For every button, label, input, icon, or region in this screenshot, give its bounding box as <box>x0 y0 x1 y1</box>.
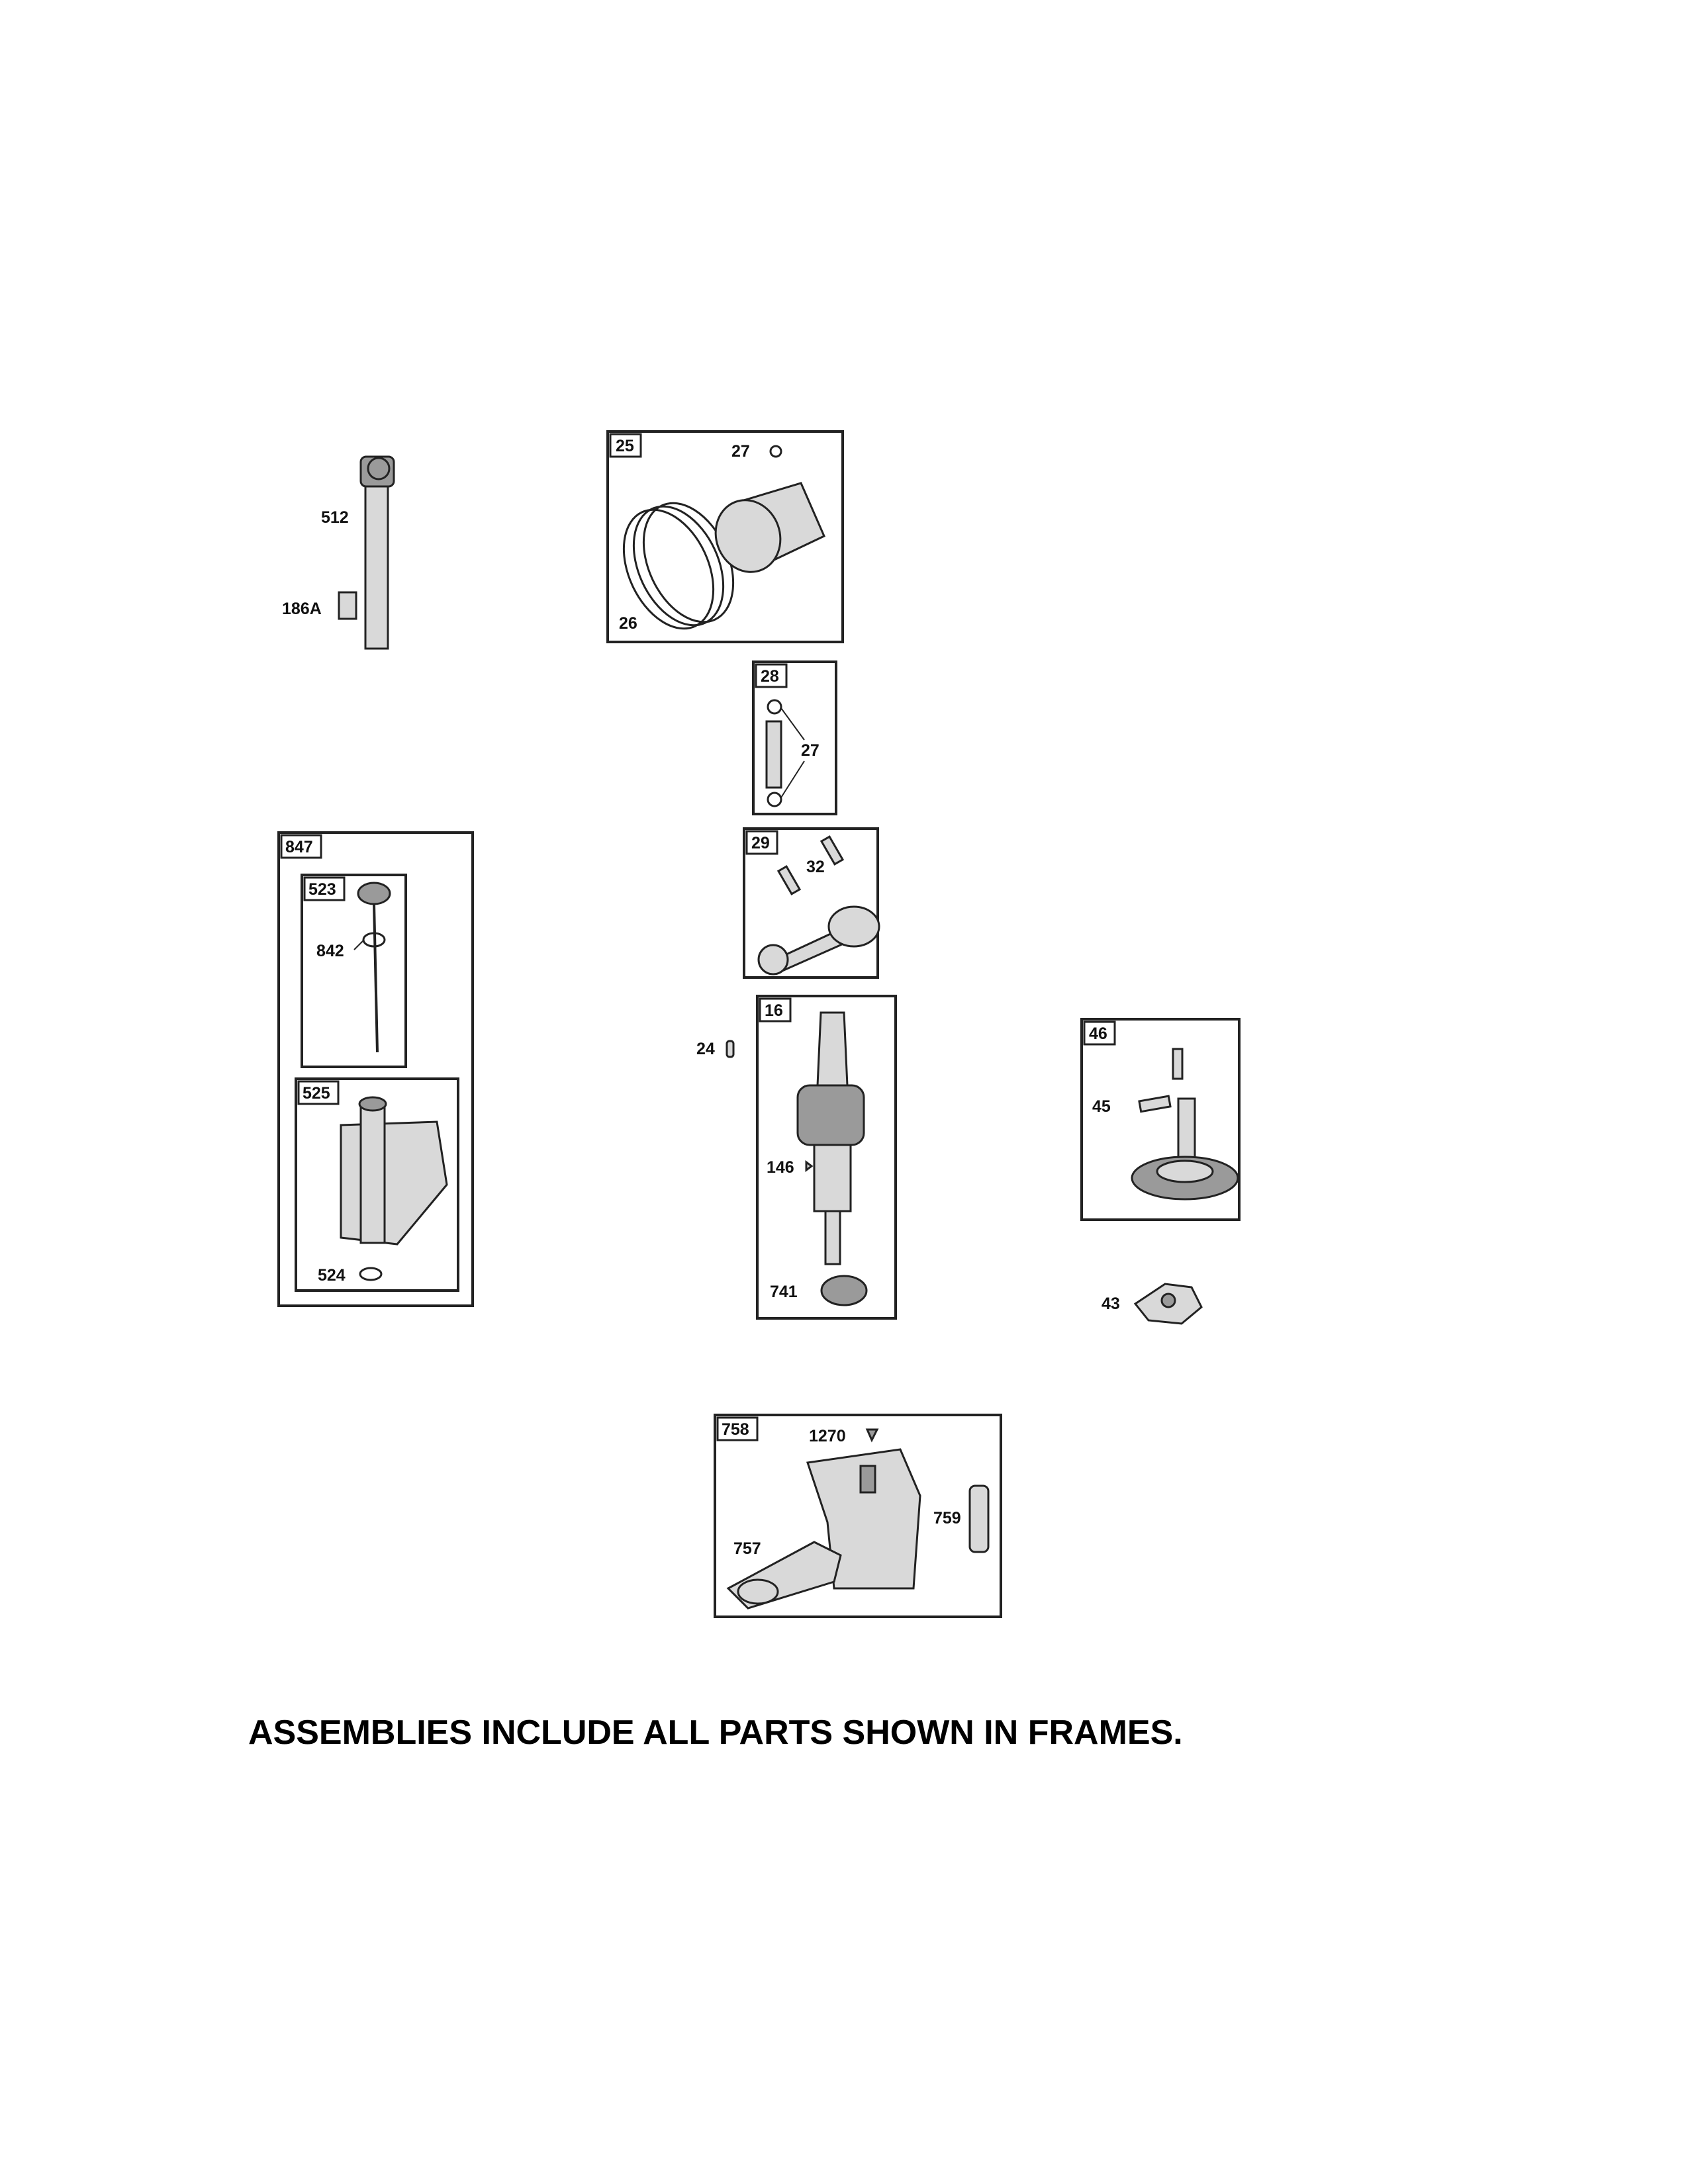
screw-1270-illustration <box>865 1428 879 1443</box>
callout-842: 842 <box>316 942 344 960</box>
frame-758-tag <box>716 1416 759 1441</box>
o-ring-524-illustration <box>359 1267 383 1281</box>
leader-27-top <box>780 707 805 741</box>
frame-29 <box>743 827 879 979</box>
frame-46-camshaft: 46 45 <box>1080 1018 1241 1221</box>
pin-clip-bottom-illustration <box>767 792 782 807</box>
frame-16 <box>756 995 897 1320</box>
frame-847-tag <box>280 834 322 859</box>
dipstick-blade-illustration <box>373 903 379 1053</box>
callout-45: 45 <box>1092 1097 1111 1116</box>
dowel-pin-illustration <box>726 1040 735 1058</box>
balancer-link-illustration <box>726 1541 842 1610</box>
crankshaft-counterweight-illustration <box>796 1084 865 1146</box>
callout-759: 759 <box>933 1509 961 1527</box>
callout-27-pin: 27 <box>801 741 820 760</box>
frame-25 <box>606 430 844 643</box>
rod-bolt-1-illustration <box>820 835 845 866</box>
cam-lobe-illustration <box>1156 1160 1214 1183</box>
cam-bolt-illustration <box>1138 1095 1172 1113</box>
oil-fill-tube-illustration <box>359 1103 386 1244</box>
callout-758: 758 <box>722 1420 749 1439</box>
compression-release-pin-illustration <box>1172 1048 1184 1080</box>
piston-crown-illustration <box>714 499 782 573</box>
callout-741: 741 <box>770 1283 798 1301</box>
callout-25: 25 <box>616 437 634 455</box>
crank-gear-illustration <box>820 1275 868 1306</box>
callout-186a: 186A <box>282 600 322 618</box>
callout-28: 28 <box>761 667 779 686</box>
grommet-illustration <box>338 591 357 620</box>
frame-525 <box>295 1077 459 1292</box>
frame-28 <box>752 660 837 815</box>
callout-24: 24 <box>696 1040 715 1058</box>
frame-847-oil-fill-assembly: 847 523 842 525 524 <box>277 831 474 1307</box>
frame-46-tag <box>1083 1021 1116 1046</box>
pin-clip-top-illustration <box>767 699 782 715</box>
frame-25-piston-assembly: 25 27 26 <box>606 430 844 643</box>
callout-525: 525 <box>303 1084 330 1103</box>
callout-26: 26 <box>619 614 637 633</box>
callout-524: 524 <box>318 1266 346 1285</box>
balancer-boss-illustration <box>859 1465 876 1494</box>
callout-32: 32 <box>806 858 825 876</box>
callout-1270: 1270 <box>809 1427 846 1445</box>
dipstick-cap-illustration <box>357 882 391 905</box>
balancer-link-eye-illustration <box>737 1578 779 1605</box>
frame-523-tag <box>303 876 346 901</box>
balancer-pin-illustration <box>968 1484 990 1553</box>
piston-pin-illustration <box>765 720 782 789</box>
callout-512: 512 <box>321 508 349 527</box>
dipstick-tube-group: 512 186A <box>282 455 395 650</box>
frame-758-balancer-assembly: 758 1270 757 759 <box>714 1414 1002 1618</box>
callout-847: 847 <box>285 838 313 856</box>
retainer-clip-illustration <box>769 445 782 458</box>
frame-28-piston-pin: 28 27 <box>752 660 837 815</box>
governor-weight-illustration <box>1160 1293 1176 1308</box>
crankshaft-shaft-illustration <box>824 1210 841 1265</box>
frame-29-tag <box>745 830 778 855</box>
frame-523 <box>301 874 407 1068</box>
crankshaft-journal-illustration <box>813 1144 852 1212</box>
rod-small-end-illustration <box>757 944 789 976</box>
frame-16-crankshaft: 16 146 741 24 <box>696 995 897 1320</box>
frame-525-tag <box>297 1080 340 1105</box>
callout-43: 43 <box>1102 1295 1120 1313</box>
callout-523: 523 <box>308 880 336 899</box>
dipstick-tube-illustration <box>364 475 389 650</box>
callout-146: 146 <box>767 1158 794 1177</box>
frame-28-tag <box>755 663 788 688</box>
leader-842 <box>353 939 365 950</box>
footer-note: ASSEMBLIES INCLUDE ALL PARTS SHOWN IN FR… <box>248 1713 1183 1752</box>
frame-29-connecting-rod: 29 32 <box>743 827 880 979</box>
callout-16: 16 <box>765 1001 783 1020</box>
governor-group: 43 <box>1102 1283 1203 1325</box>
oil-fill-tube-top-illustration <box>358 1096 387 1112</box>
crankshaft-tapered-end-illustration <box>816 1011 849 1087</box>
rod-big-end-illustration <box>827 905 880 948</box>
frame-46 <box>1080 1018 1241 1221</box>
frame-758 <box>714 1414 1002 1618</box>
callout-29: 29 <box>751 834 770 852</box>
callout-757: 757 <box>733 1539 761 1558</box>
callout-46: 46 <box>1089 1024 1107 1043</box>
leader-27-bottom <box>780 760 805 798</box>
key-illustration <box>805 1160 814 1172</box>
callout-27-top: 27 <box>731 442 750 461</box>
frame-25-tag <box>609 433 642 458</box>
dipstick-tube-cap-illustration <box>367 457 391 480</box>
rod-bolt-2-illustration <box>776 865 802 895</box>
frame-16-tag <box>759 997 792 1023</box>
oil-fill-bracket-illustration <box>340 1120 448 1246</box>
frame-847 <box>277 831 474 1307</box>
